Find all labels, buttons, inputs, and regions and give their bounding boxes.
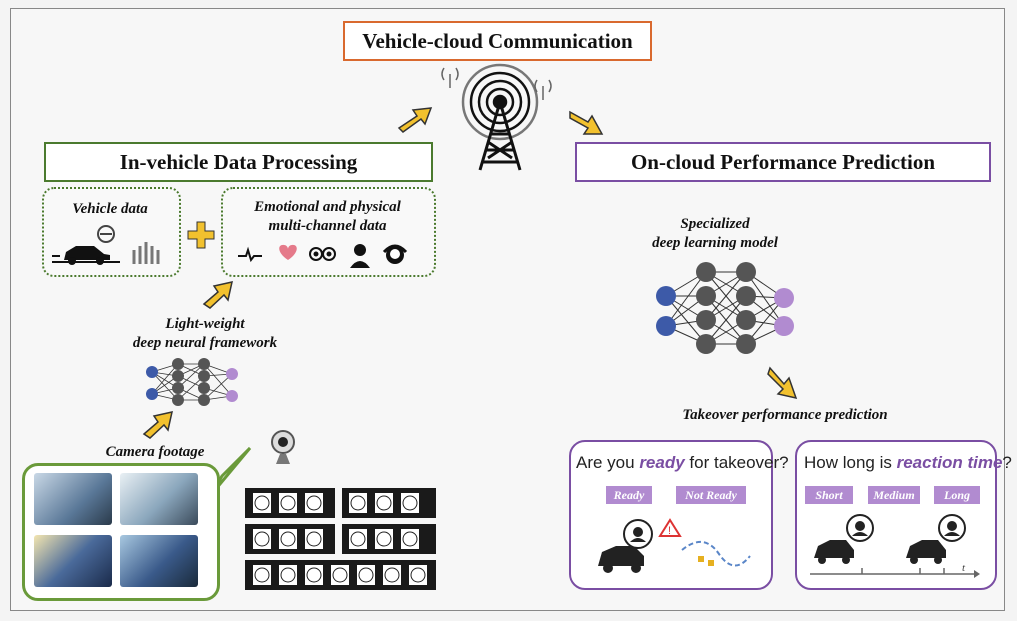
ready-tag: Ready — [606, 486, 652, 504]
framework-label-1: Light-weight — [165, 316, 245, 332]
short-tag: Short — [805, 486, 853, 504]
plus-icon — [187, 221, 215, 249]
driver-photo-2 — [120, 473, 198, 525]
vehicle-sensors-icon — [52, 225, 160, 265]
arrow-up-right-icon — [202, 281, 233, 309]
svg-text:!: ! — [668, 525, 671, 537]
emotional-data-label-2: multi-channel data — [268, 218, 387, 234]
time-axis-label: t — [962, 562, 966, 574]
readiness-illustration: ! — [598, 518, 751, 573]
physiological-signals-icons — [238, 244, 408, 268]
arrow-from-cloud-icon — [569, 110, 604, 135]
model-label-1: Specialized — [680, 216, 750, 232]
webcam-icon — [271, 430, 295, 464]
framework-label-2: deep neural framework — [132, 335, 278, 351]
long-tag: Long — [934, 486, 980, 504]
readiness-question: Are you ready for takeover? — [576, 453, 789, 472]
arrow-to-cloud-icon — [397, 107, 433, 133]
vehicle-data-label: Vehicle data — [72, 201, 148, 217]
vehicle-cloud-communication-title: Vehicle-cloud Communication — [343, 21, 652, 61]
camera-footage-label: Camera footage — [105, 444, 205, 460]
reaction-time-question: How long is reaction time? — [804, 453, 1012, 472]
large-neural-network-icon — [656, 262, 794, 354]
medium-tag: Medium — [868, 486, 920, 504]
arrow-down-right-icon — [767, 366, 798, 400]
cell-tower-icon — [441, 63, 552, 171]
in-vehicle-processing-title: In-vehicle Data Processing — [44, 142, 433, 182]
small-neural-network-icon — [146, 358, 238, 406]
facial-expression-filmstrips — [245, 488, 436, 590]
model-label-2: deep learning model — [652, 235, 778, 251]
not-ready-tag: Not Ready — [676, 486, 746, 504]
driver-photo-4 — [120, 535, 198, 587]
reaction-time-box — [795, 440, 997, 590]
reaction-time-illustration — [810, 514, 980, 578]
takeover-prediction-label: Takeover performance prediction — [682, 407, 888, 423]
driver-photo-3 — [34, 535, 112, 587]
emotional-data-label-1: Emotional and physical — [254, 199, 401, 215]
on-cloud-prediction-title: On-cloud Performance Prediction — [575, 142, 991, 182]
arrow-up-right-icon-2 — [142, 411, 173, 439]
driver-photo-1 — [34, 473, 112, 525]
